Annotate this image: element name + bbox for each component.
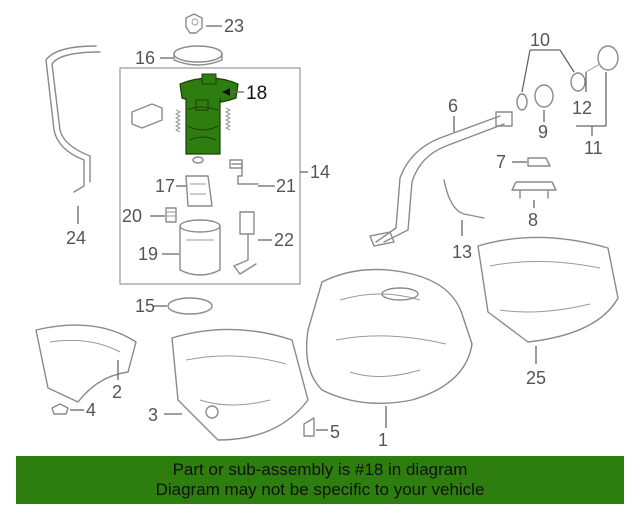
label-11: 11 xyxy=(584,138,603,158)
banner-line-2: Diagram may not be specific to your vehi… xyxy=(155,480,485,499)
label-2: 2 xyxy=(112,382,122,402)
part-4-clip[interactable] xyxy=(51,403,69,415)
part-23-sensor[interactable] xyxy=(185,13,203,34)
label-25: 25 xyxy=(526,368,546,388)
part-2-heat-shield[interactable] xyxy=(35,324,137,403)
part-13-breather[interactable] xyxy=(443,179,485,219)
label-16: 16 xyxy=(135,48,155,68)
label-17: 17 xyxy=(155,176,175,196)
label-10: 10 xyxy=(530,30,550,50)
info-banner: Part or sub-assembly is #18 in diagram D… xyxy=(16,456,624,504)
label-20: 20 xyxy=(122,206,142,226)
part-21-wiring[interactable] xyxy=(229,159,259,185)
label-23: 23 xyxy=(224,16,244,36)
label-4: 4 xyxy=(86,400,96,420)
label-18: 18 xyxy=(246,83,267,104)
part-17-pump[interactable] xyxy=(185,175,213,207)
label-8: 8 xyxy=(528,210,538,230)
part-24-vent-tube[interactable] xyxy=(45,45,101,193)
part-22-level-sender[interactable] xyxy=(233,211,257,275)
part-3-lower-shield[interactable] xyxy=(171,328,309,441)
label-3: 3 xyxy=(148,405,158,425)
part-16-lock-ring[interactable] xyxy=(173,45,223,66)
part-1-fuel-tank[interactable] xyxy=(305,268,473,404)
label-7: 7 xyxy=(496,152,506,172)
exploded-parts-diagram: 23 16 18 17 20 2 xyxy=(35,13,619,450)
label-9: 9 xyxy=(538,122,548,142)
part-19-filter[interactable] xyxy=(179,219,221,276)
part-6-filler-pipe[interactable] xyxy=(369,111,513,247)
part-10-seals[interactable] xyxy=(516,72,586,111)
label-19: 19 xyxy=(138,244,158,264)
banner-line-1: Part or sub-assembly is #18 in diagram xyxy=(172,460,468,479)
part-18-fuel-pump-module[interactable] xyxy=(179,73,239,155)
label-5: 5 xyxy=(330,422,340,442)
part-20-fitting[interactable] xyxy=(165,207,177,223)
part-7-clamp[interactable] xyxy=(527,157,551,167)
assembly-14-box xyxy=(119,67,301,285)
part-15-gasket[interactable] xyxy=(167,297,213,315)
part-12-fuel-cap[interactable] xyxy=(585,45,619,73)
label-14: 14 xyxy=(310,162,330,182)
label-21: 21 xyxy=(276,176,296,196)
label-22: 22 xyxy=(274,230,294,250)
part-bracket-small xyxy=(131,103,163,129)
label-12: 12 xyxy=(572,98,592,118)
part-25-tank-protector[interactable] xyxy=(477,236,619,343)
label-24: 24 xyxy=(66,228,86,248)
part-5-pad[interactable] xyxy=(303,417,315,437)
part-8-bracket[interactable] xyxy=(511,181,557,199)
part-springs xyxy=(175,107,231,133)
label-1: 1 xyxy=(378,430,388,450)
label-15: 15 xyxy=(135,296,155,316)
label-6: 6 xyxy=(448,96,458,116)
label-13: 13 xyxy=(452,242,472,262)
part-o-ring xyxy=(192,156,204,164)
